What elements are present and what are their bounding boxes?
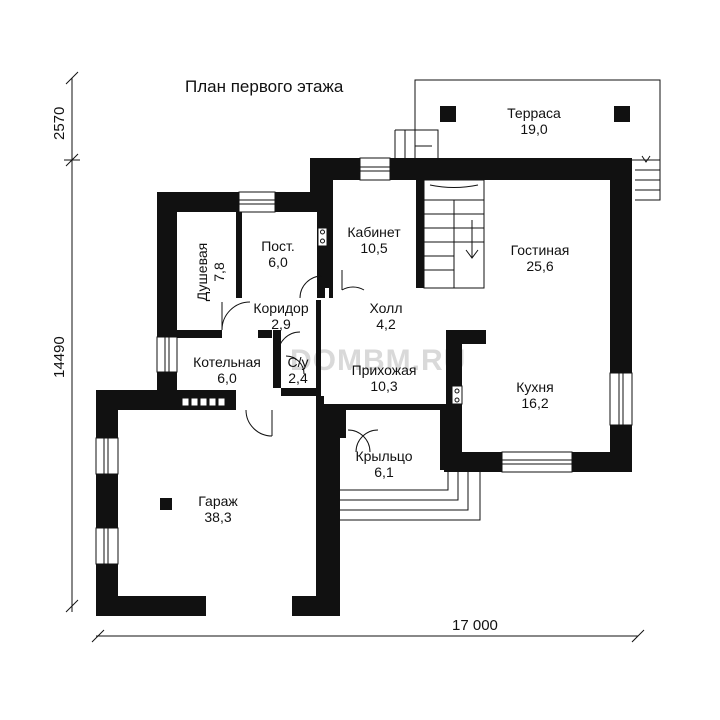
- room-entrance-area: 10,3: [370, 378, 397, 394]
- room-entrance-name: Прихожая: [352, 362, 417, 378]
- dimension-lines: [64, 71, 645, 643]
- room-porch-area: 6,1: [374, 464, 394, 480]
- room-living-area: 25,6: [526, 258, 553, 274]
- dimension-width: 17 000: [452, 617, 498, 634]
- room-porch-name: Крыльцо: [355, 448, 412, 464]
- walls: [96, 158, 632, 616]
- dimension-main-height: 14490: [51, 336, 68, 378]
- room-boiler-area: 6,0: [217, 370, 237, 386]
- room-boiler-name: Котельная: [193, 354, 261, 370]
- room-cabinet-name: Кабинет: [347, 224, 401, 240]
- terrace-column-right: [614, 106, 630, 122]
- dimension-top-height: 2570: [51, 107, 68, 140]
- porch-steps: [340, 470, 481, 521]
- garage-column: [160, 498, 172, 510]
- room-shower-area: 7,8: [211, 262, 227, 282]
- room-hall-name: Холл: [370, 300, 403, 316]
- room-kitchen-name: Кухня: [516, 379, 553, 395]
- room-wc-area: 2,4: [288, 370, 308, 386]
- room-kitchen-area: 16,2: [521, 395, 548, 411]
- room-shower-name: Душевая: [194, 243, 210, 301]
- room-corridor-area: 2,9: [271, 316, 291, 332]
- room-bedroom-name: Пост.: [261, 238, 295, 254]
- windows: [95, 157, 633, 565]
- room-garage-name: Гараж: [198, 493, 238, 509]
- plan-title: План первого этажа: [185, 77, 344, 96]
- room-garage-area: 38,3: [204, 509, 231, 525]
- room-living-name: Гостиная: [511, 242, 570, 258]
- doors: [221, 270, 379, 453]
- room-terrace-name: Терраса: [507, 105, 561, 121]
- room-hall-area: 4,2: [376, 316, 396, 332]
- boiler-equipment: [177, 227, 463, 409]
- room-cabinet-area: 10,5: [360, 240, 387, 256]
- room-wc-name: С/у: [288, 354, 309, 370]
- room-bedroom-area: 6,0: [268, 254, 288, 270]
- terrace-column-left: [440, 106, 456, 122]
- room-corridor-name: Коридор: [253, 300, 309, 316]
- room-terrace-area: 19,0: [520, 121, 547, 137]
- room-labels: Терраса 19,0 Гостиная 25,6 Кабинет 10,5 …: [193, 105, 569, 525]
- terrace-outline: [394, 79, 661, 201]
- staircase: [423, 179, 485, 289]
